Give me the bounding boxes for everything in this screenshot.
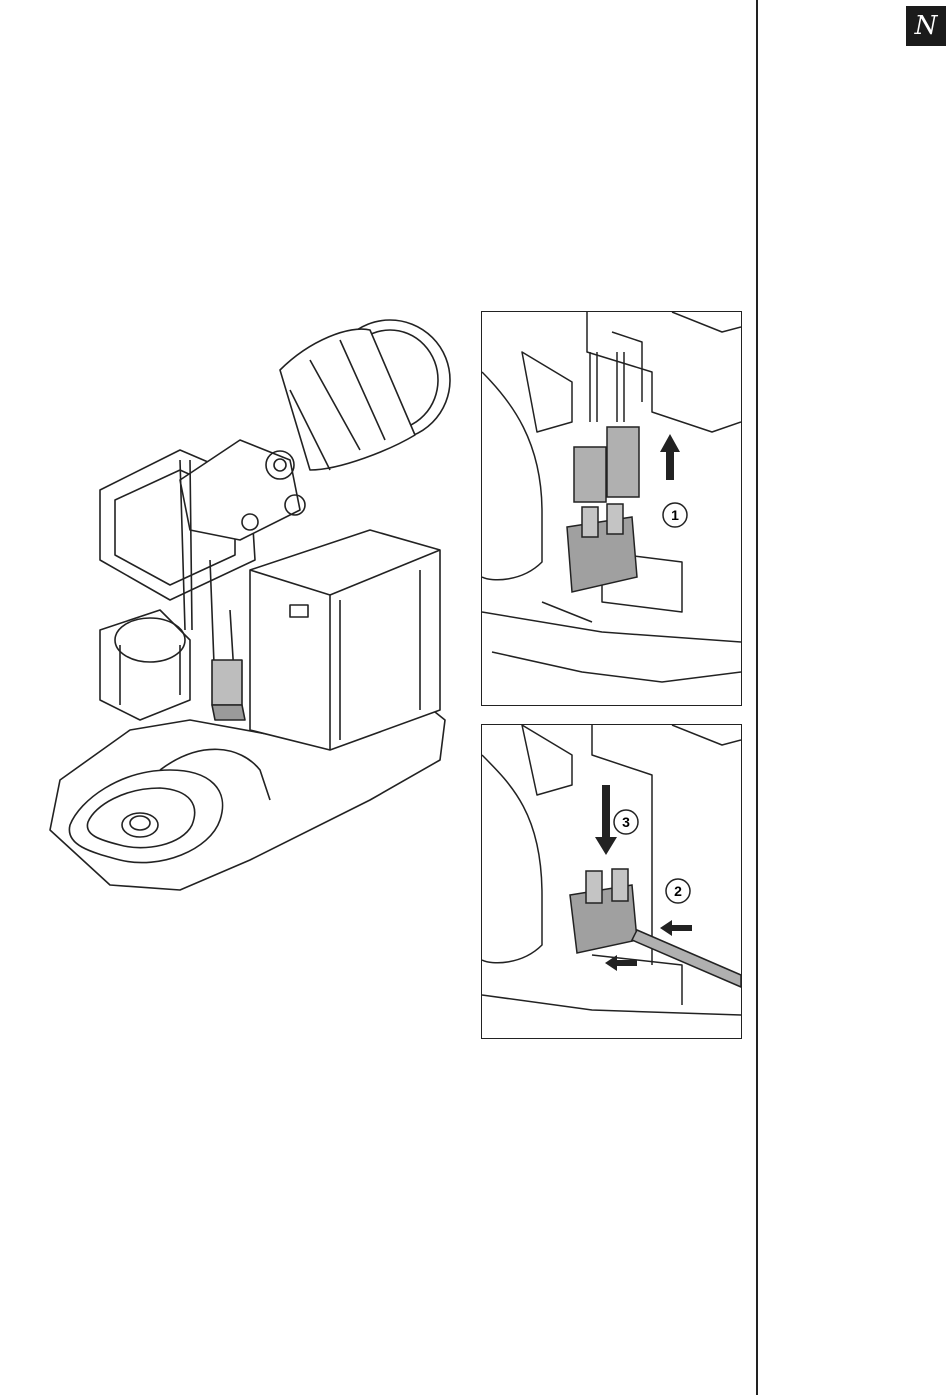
- brand-logo-icon: N: [906, 6, 946, 46]
- machine-internals-illustration: [40, 300, 480, 900]
- machine-internals-drawing: [40, 300, 480, 900]
- detail-step-2-3-panel: 3 2: [481, 724, 742, 1039]
- logo-letter: N: [915, 11, 938, 41]
- detail-step-1-drawing: 1: [482, 312, 741, 705]
- step-2-label: 2: [674, 883, 682, 899]
- detail-step-1-panel: 1: [481, 311, 742, 706]
- step-3-label: 3: [622, 814, 630, 830]
- detail-step-2-3-drawing: 3 2: [482, 725, 741, 1038]
- step-1-label: 1: [671, 507, 679, 523]
- page-divider-rule: [756, 0, 758, 1395]
